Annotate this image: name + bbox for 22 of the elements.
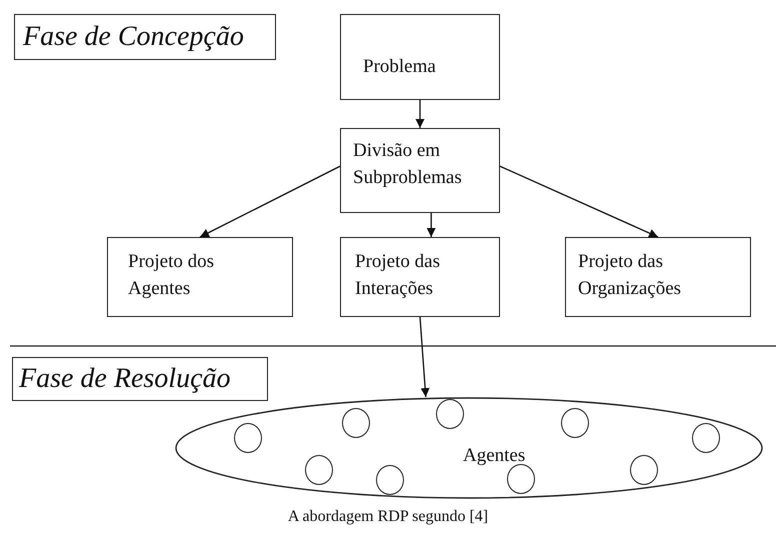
phase-title: Fase de Resolução: [19, 363, 232, 395]
process-box: [340, 237, 500, 317]
node-label: Projeto das Interações: [355, 250, 441, 301]
process-box: [340, 14, 500, 100]
node-label: Projeto dos Agentes: [128, 250, 216, 301]
node-label: Problema: [363, 55, 437, 79]
process-box: [107, 237, 293, 317]
phase-title: Fase de Concepção: [23, 21, 245, 53]
process-box: [565, 237, 751, 317]
node-label: Divisão em Subproblemas: [353, 139, 463, 190]
phase-box: [12, 357, 268, 401]
arrow: [416, 100, 424, 128]
process-box: [340, 128, 500, 213]
arrow: [500, 166, 658, 238]
arrow: [419, 316, 430, 398]
arrow: [200, 166, 340, 238]
phase-box: [14, 14, 276, 60]
node-label: Projeto das Organizações: [578, 250, 682, 301]
arrow: [426, 213, 436, 237]
node-label: Agentes: [463, 444, 526, 468]
caption: A abordagem RDP segundo [4]: [286, 508, 490, 526]
agent-ellipse: [175, 397, 763, 499]
